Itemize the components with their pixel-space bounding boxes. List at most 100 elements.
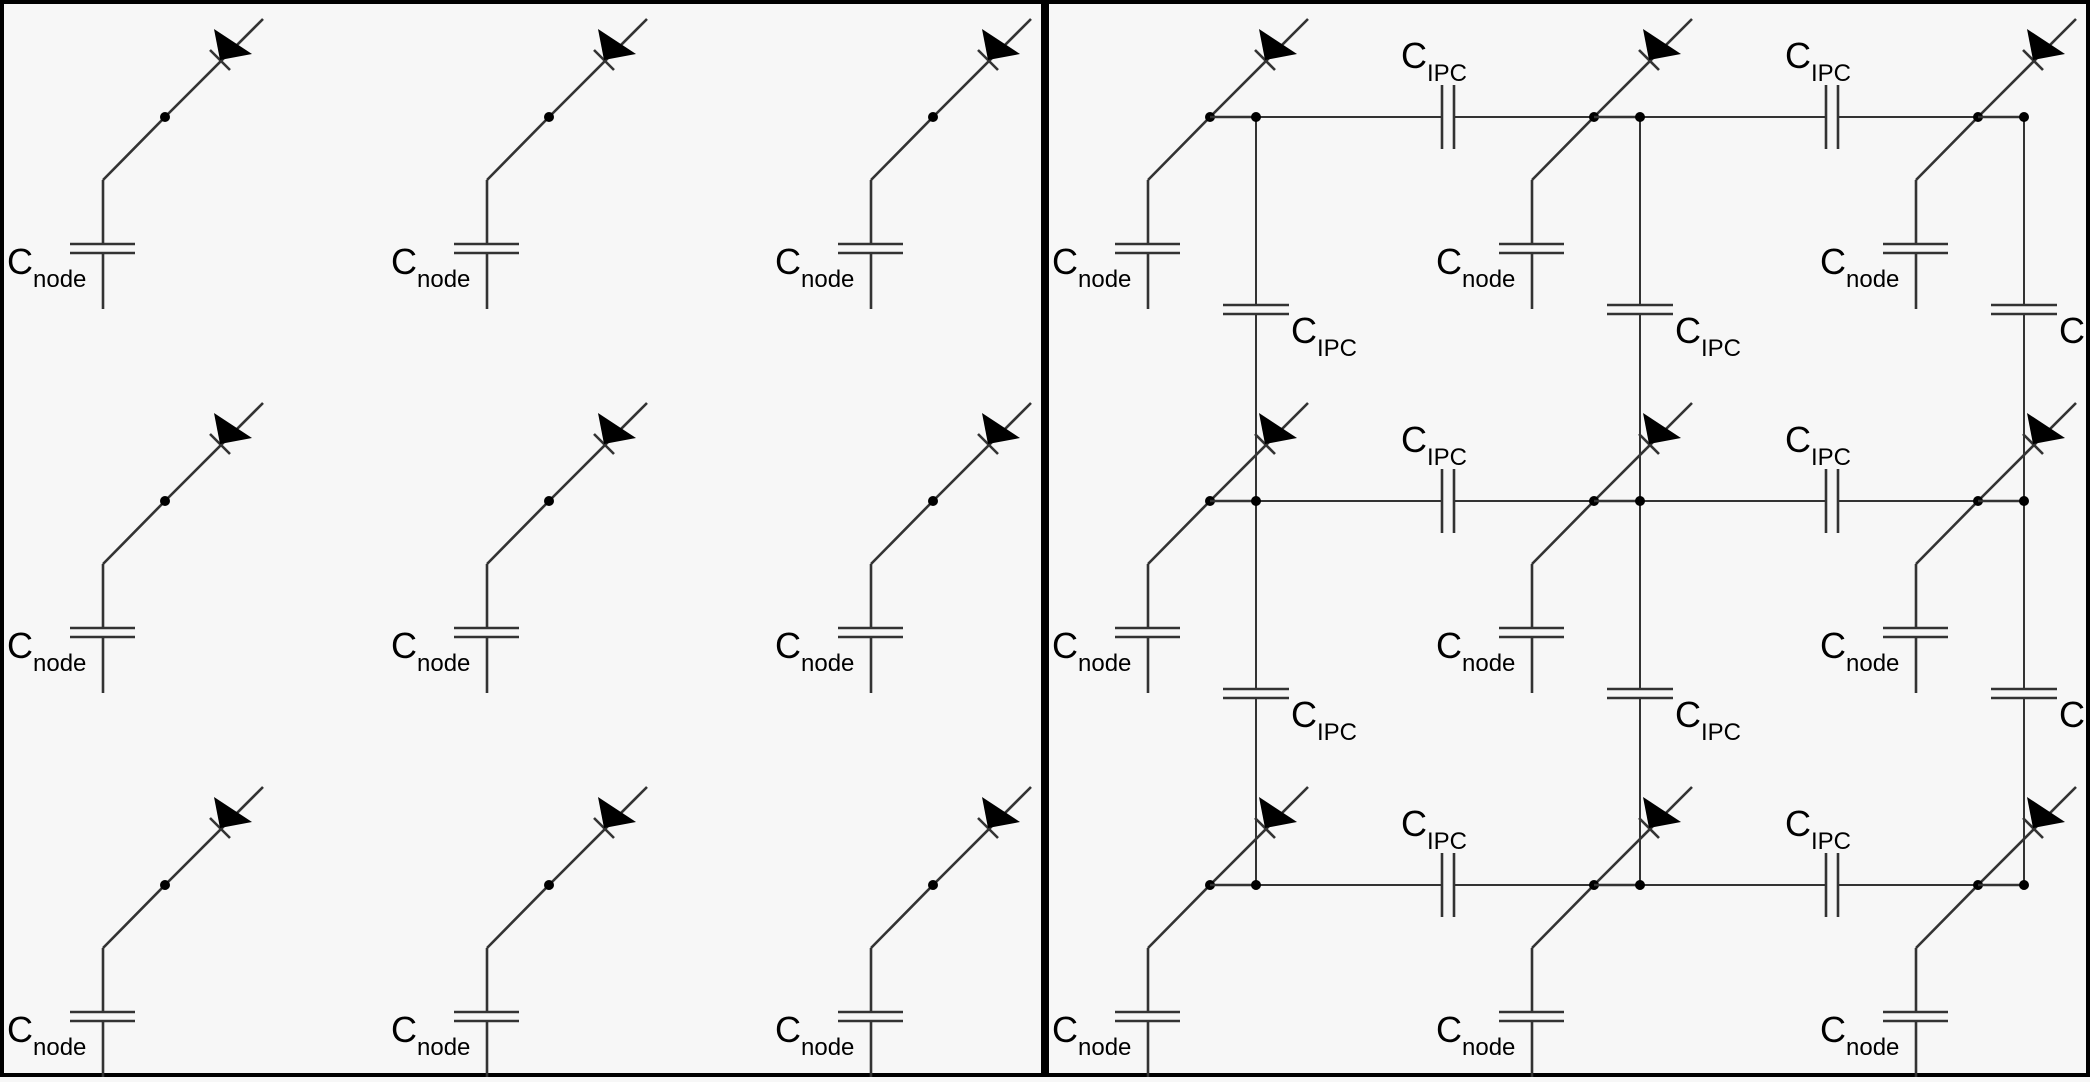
node-cap-label: Cnode	[1052, 625, 1131, 677]
node-cap-label-subscript: node	[801, 266, 854, 293]
diode-lead	[1209, 402, 1309, 502]
ipc-cap-label-subscript: IPC	[1317, 335, 1357, 362]
pixel-node-dot	[928, 496, 938, 506]
diode-arrow-icon	[1643, 413, 1681, 444]
ipc-cap-label: CIPC	[1401, 419, 1467, 471]
pixel-node-dot	[544, 112, 554, 122]
ipc-cap-label: CIPC	[1291, 694, 1357, 746]
diode-lead	[1209, 18, 1309, 118]
pixel-wire	[1147, 500, 1211, 565]
node-cap-label: Cnode	[7, 625, 86, 677]
node-cap-label-subscript: node	[417, 266, 470, 293]
node-cap-label-subscript: node	[1078, 1034, 1131, 1061]
ipc-cap-label: CIPC	[1401, 803, 1467, 855]
node-cap-label: Cnode	[1820, 1009, 1899, 1061]
pixel-wire	[870, 116, 934, 181]
pixel-node-dot	[928, 112, 938, 122]
ipc-cap-label-subscript: IPC	[1701, 719, 1741, 746]
ipc-cap-label-main: C	[1785, 35, 1811, 76]
ipc-cap-label: CIPC	[1291, 310, 1357, 362]
diode-arrow-icon	[1259, 413, 1297, 444]
node-cap-label: Cnode	[391, 1009, 470, 1061]
pixel-node-dot	[544, 880, 554, 890]
ipc-cap-label: CIPC	[1401, 35, 1467, 87]
ipc-cap-label: CIPC	[1675, 310, 1741, 362]
ipc-cap-label: CIPC	[2059, 310, 2090, 362]
node-cap-label-main: C	[1436, 1009, 1462, 1050]
ipc-vertical: CIPC	[1991, 117, 2090, 501]
node-cap-label: Cnode	[775, 241, 854, 293]
junction-dot	[1251, 112, 1261, 122]
diode-lead	[1977, 18, 2077, 118]
ipc-cap-label-subscript: IPC	[1811, 828, 1851, 855]
junction-dot	[1635, 880, 1645, 890]
node-cap-label: Cnode	[1436, 1009, 1515, 1061]
pixel-wire	[1915, 116, 1979, 181]
diode-arrow-icon	[214, 413, 252, 444]
node-cap-label-main: C	[391, 625, 417, 666]
node-cap-label: Cnode	[1052, 241, 1131, 293]
ipc-cap-label-subscript: IPC	[2085, 719, 2090, 746]
diode-lead	[164, 402, 264, 502]
node-cap-label: Cnode	[1052, 1009, 1131, 1061]
pixel-node-dot	[928, 880, 938, 890]
ipc-horizontal: CIPC	[1256, 803, 1640, 917]
ipc-horizontal: CIPC	[1640, 803, 2024, 917]
ipc-cap-label-subscript: IPC	[1811, 444, 1851, 471]
diode-lead	[1593, 786, 1693, 886]
node-cap-label: Cnode	[1436, 241, 1515, 293]
node-cap-label: Cnode	[7, 1009, 86, 1061]
diode-lead	[1977, 786, 2077, 886]
diode-lead	[164, 18, 264, 118]
pixel-wire	[1531, 884, 1595, 949]
diode-arrow-icon	[598, 413, 636, 444]
ipc-cap-label: CIPC	[1785, 419, 1851, 471]
junction-dot	[1635, 112, 1645, 122]
pixel-wire	[1531, 500, 1595, 565]
ipc-horizontal: CIPC	[1256, 419, 1640, 533]
diode-lead	[1593, 18, 1693, 118]
node-cap-label-main: C	[1820, 625, 1846, 666]
node-cap-label-main: C	[775, 625, 801, 666]
pixel-wire	[870, 500, 934, 565]
ipc-cap-label-main: C	[1401, 419, 1427, 460]
diode-arrow-icon	[1643, 29, 1681, 60]
diode-arrow-icon	[598, 797, 636, 828]
pixel-r2-c2: Cnode	[1436, 402, 1693, 693]
pixel-wire	[102, 884, 166, 949]
panel-border	[0, 0, 1045, 1077]
node-cap-label-main: C	[1436, 625, 1462, 666]
diode-lead	[164, 786, 264, 886]
diode-lead	[548, 18, 648, 118]
node-cap-label: Cnode	[391, 241, 470, 293]
node-cap-label-subscript: node	[1078, 266, 1131, 293]
node-cap-label: Cnode	[775, 1009, 854, 1061]
diode-lead	[548, 786, 648, 886]
pixel-wire	[870, 884, 934, 949]
junction-dot	[1251, 496, 1261, 506]
ipc-vertical: CIPC	[1607, 117, 1741, 501]
pixel-wire	[1915, 500, 1979, 565]
ipc-cap-label-subscript: IPC	[1811, 60, 1851, 87]
pixel-wire	[486, 500, 550, 565]
ipc-cap-label: CIPC	[1675, 694, 1741, 746]
pixel-node-dot	[544, 496, 554, 506]
node-cap-label: Cnode	[391, 625, 470, 677]
diode-arrow-icon	[598, 29, 636, 60]
node-cap-label-subscript: node	[33, 266, 86, 293]
diode-lead	[548, 402, 648, 502]
diode-lead	[932, 402, 1032, 502]
ipc-cap-label-subscript: IPC	[1427, 60, 1467, 87]
node-cap-label-subscript: node	[801, 1034, 854, 1061]
node-cap-label-main: C	[1436, 241, 1462, 282]
node-cap-label-main: C	[391, 1009, 417, 1050]
node-cap-label-main: C	[1820, 1009, 1846, 1050]
pixel-wire	[1915, 884, 1979, 949]
ipc-cap-label: CIPC	[1785, 35, 1851, 87]
ipc-cap-label-main: C	[1785, 419, 1811, 460]
ipc-cap-label-subscript: IPC	[1427, 444, 1467, 471]
pixel-r2-c3: Cnode	[775, 402, 1032, 693]
pixel-r3-c3: Cnode	[1820, 786, 2077, 1077]
